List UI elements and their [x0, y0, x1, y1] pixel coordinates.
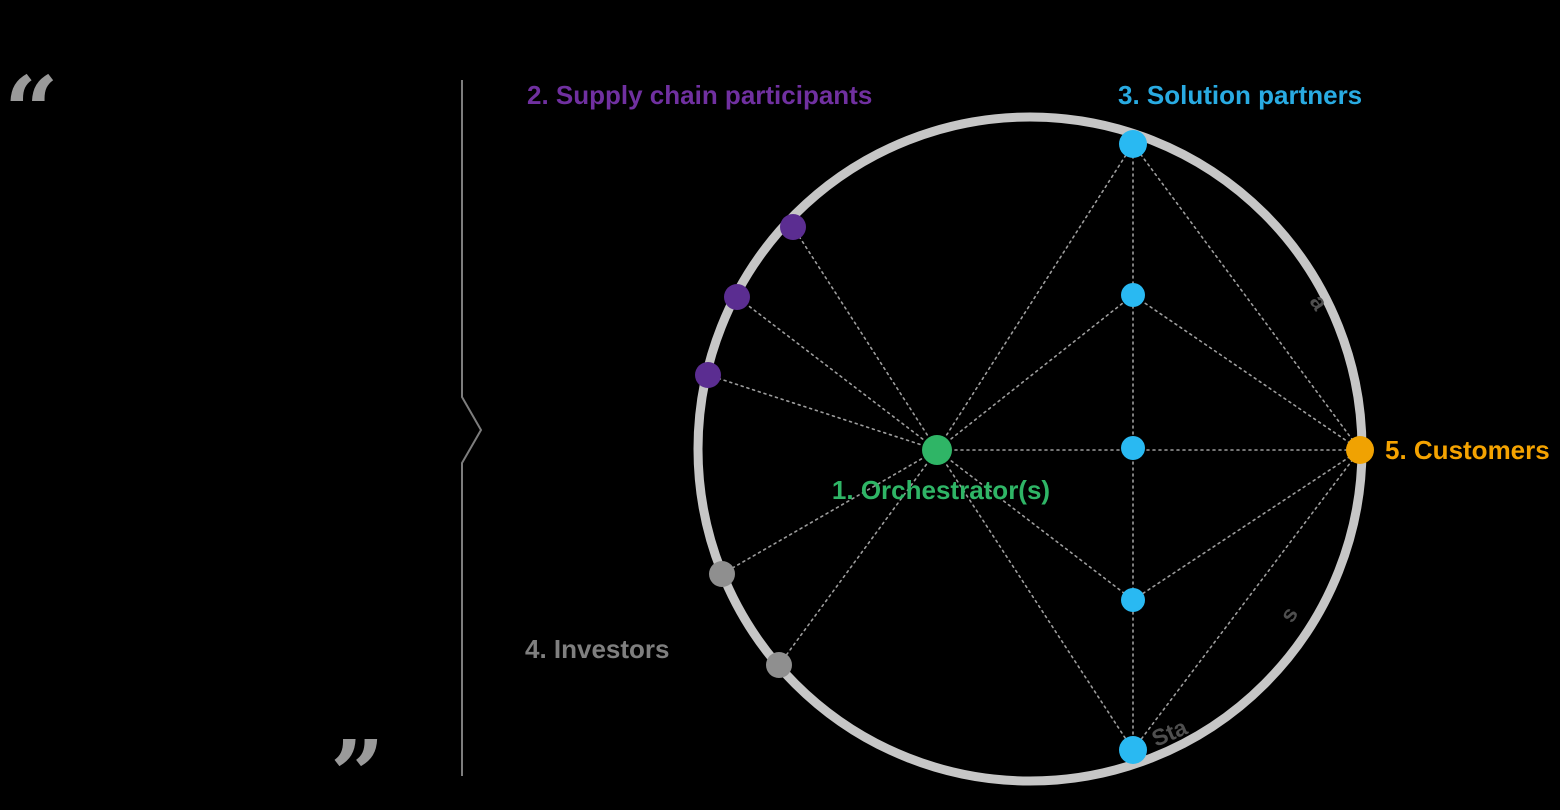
ring-fragment-bottom-right: s	[1274, 602, 1303, 627]
connector-line	[1132, 294, 1361, 451]
connector-lines	[707, 143, 1361, 751]
connector-line	[936, 294, 1134, 451]
close-quote-mark: ”	[330, 720, 385, 810]
supply-chain-label: 2. Supply chain participants	[527, 80, 872, 110]
orchestrator-label: 1. Orchestrator(s)	[832, 475, 1050, 505]
connector-line	[936, 143, 1134, 451]
diagram-labels: 2. Supply chain participants 3. Solution…	[525, 80, 1550, 664]
solution-partner-node	[1121, 283, 1145, 307]
investor-node	[766, 652, 792, 678]
connector-line	[778, 449, 938, 666]
supply-chain-node	[695, 362, 721, 388]
divider-brace	[461, 80, 483, 776]
connector-line	[1132, 449, 1361, 751]
open-quote-mark: “	[4, 56, 59, 167]
connector-line	[1132, 449, 1361, 601]
connector-line	[707, 374, 938, 451]
orchestrator-node	[922, 435, 952, 465]
diagram-nodes	[695, 130, 1374, 764]
customers-label: 5. Customers	[1385, 435, 1550, 465]
supply-chain-node	[780, 214, 806, 240]
connector-line	[1132, 143, 1361, 451]
solution-partner-node	[1121, 588, 1145, 612]
connector-line	[936, 449, 1134, 601]
solution-partner-node	[1119, 736, 1147, 764]
ring-text-fragments: a s Sta	[1148, 290, 1334, 752]
investors-label: 4. Investors	[525, 634, 670, 664]
solution-partners-label: 3. Solution partners	[1118, 80, 1362, 110]
connector-line	[936, 449, 1134, 751]
connector-line	[736, 296, 938, 451]
supply-chain-node	[724, 284, 750, 310]
customer-node	[1346, 436, 1374, 464]
solution-partner-node	[1119, 130, 1147, 158]
investor-node	[709, 561, 735, 587]
solution-partner-node	[1121, 436, 1145, 460]
connector-line	[792, 226, 938, 451]
connector-line	[721, 449, 938, 575]
